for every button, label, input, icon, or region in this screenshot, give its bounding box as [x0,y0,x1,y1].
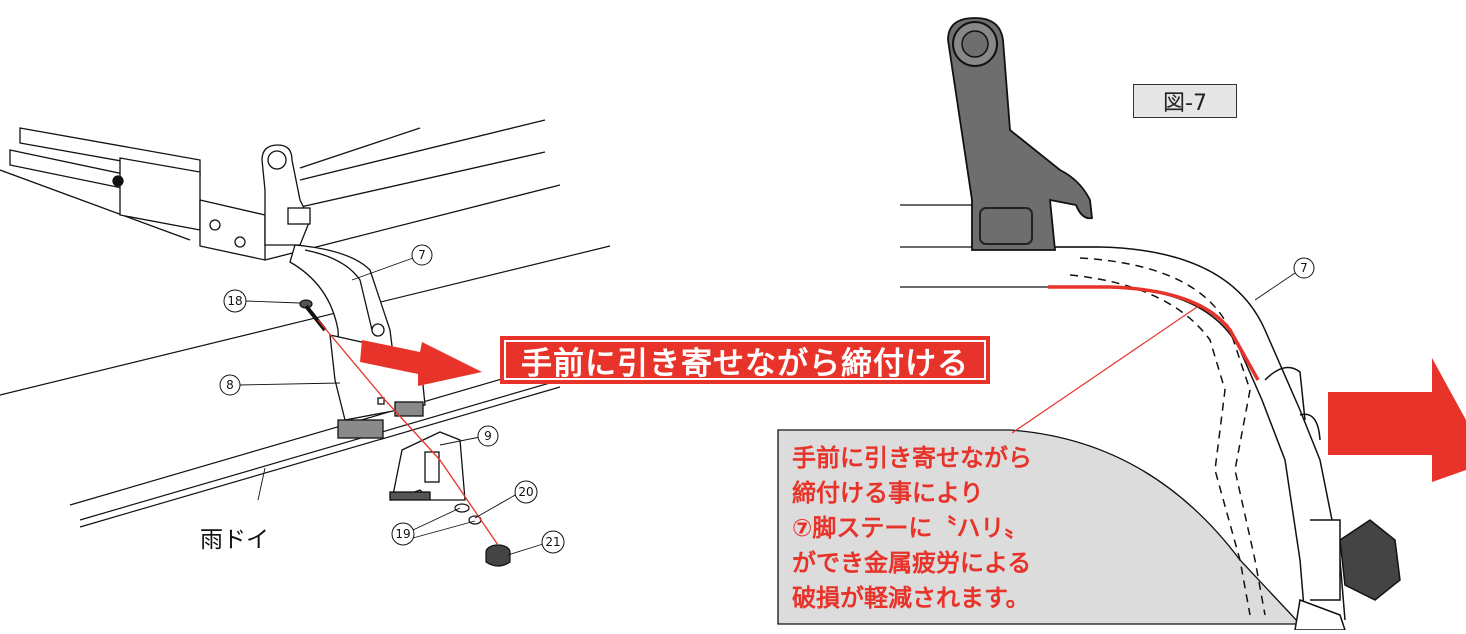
leg-stay-left [289,244,396,373]
svg-text:8: 8 [226,378,234,392]
clamp-detail-right [947,17,1093,251]
note-line: 手前に引き寄せながら [792,444,1032,472]
callout-note: 手前に引き寄せながら 締付ける事により ⑦脚ステーに〝ハリ〟 ができ金属疲労によ… [792,441,1122,616]
assembly-axis-left [317,319,499,546]
svg-text:20: 20 [518,485,533,499]
figure-label: 図-7 [1133,84,1237,118]
part-number-8: 8 [219,374,241,396]
note-line: ができ金属疲労による [792,549,1032,577]
clamp-top-left [261,144,311,246]
part-number-7-left: 7 [411,244,433,266]
svg-text:7: 7 [1300,261,1308,275]
roof-lines-left [0,245,611,528]
part-number-9: 9 [477,425,499,447]
note-line: 破損が軽減されます。 [792,584,1030,612]
hook-part-9 [389,431,466,501]
part-number-19: 19 [391,522,415,546]
leader-7-right [1254,272,1296,301]
svg-text:21: 21 [545,535,560,549]
svg-text:18: 18 [227,294,242,308]
washers-and-knob [454,503,511,567]
bolt-part-18 [299,299,327,332]
arrow-right-icon [1328,358,1466,482]
note-line: 締付ける事により [792,479,984,507]
pull-arrow-left [360,340,482,386]
part-number-7-right: 7 [1293,257,1315,279]
note-line: ⑦脚ステーに〝ハリ〟 [792,514,1029,542]
svg-text:9: 9 [484,429,492,443]
knob-detail-right [1294,519,1401,631]
part-number-20: 20 [514,480,538,504]
instruction-banner: 手前に引き寄せながら締付ける [500,336,990,384]
crossbar-rail [0,119,561,261]
part-number-18: 18 [223,289,247,313]
callout-leader [1011,304,1201,434]
rain-gutter-label: 雨ドイ [200,527,269,553]
part-number-21: 21 [541,530,565,554]
svg-text:7: 7 [418,248,426,262]
leader-lines-left [238,257,544,556]
svg-text:19: 19 [395,527,410,541]
tension-curve-red [1048,285,1260,381]
